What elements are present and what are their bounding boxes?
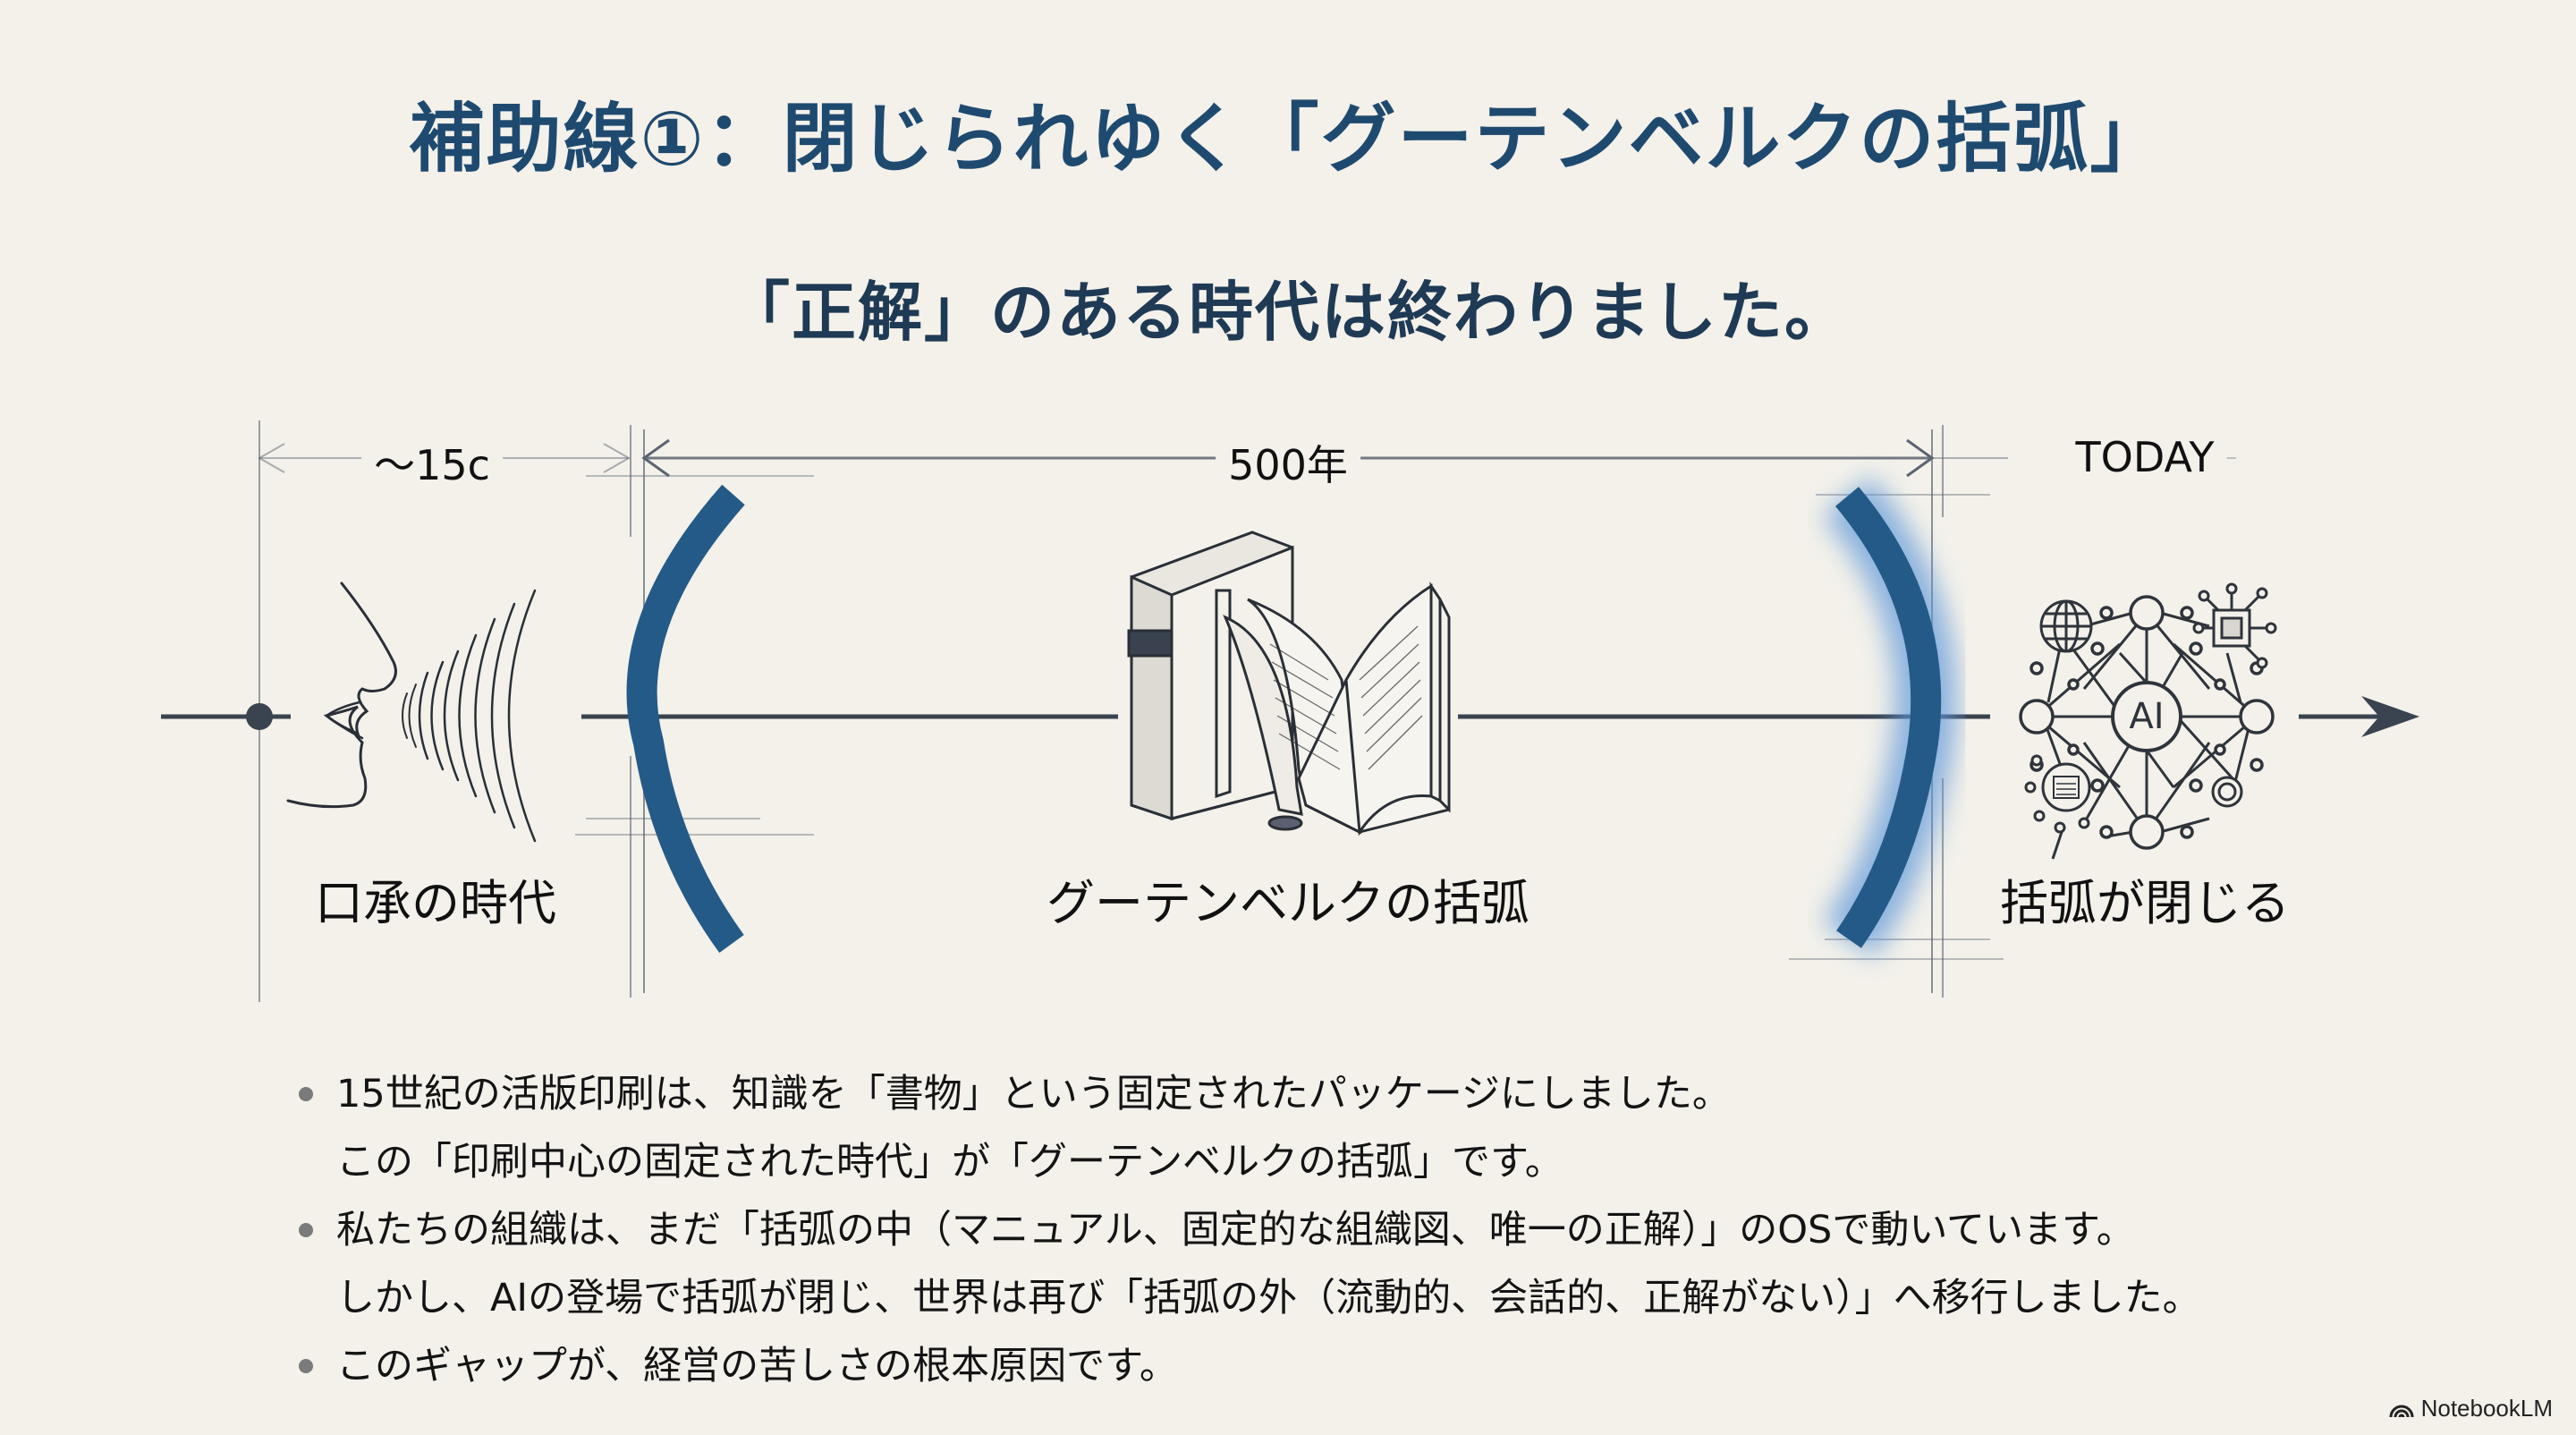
- document-node-icon: [2024, 754, 2091, 834]
- timeline-arrow-icon: [2361, 696, 2419, 737]
- bullet-item: 15世紀の活版印刷は、知識を「書物」という固定されたパッケージにしました。 この…: [295, 1060, 2352, 1196]
- open-bracket-icon: [626, 484, 745, 954]
- stage-label-parenthesis-closes: 括弧が閉じる: [2000, 875, 2290, 931]
- bullet-line: 15世紀の活版印刷は、知識を「書物」という固定されたパッケージにしました。: [336, 1072, 1731, 1117]
- dimension-label-today: TODAY: [2063, 433, 2227, 481]
- chip-icon: [2192, 582, 2277, 669]
- timeline-start-dot: [246, 703, 273, 730]
- slide-subtitle: 「正解」のある時代は終わりました。: [724, 275, 1851, 350]
- brand-label: NotebookLM: [2420, 1395, 2553, 1422]
- stage-label-gutenberg-parenthesis: グーテンベルクの括弧: [1046, 875, 1530, 931]
- books-icon: [1127, 531, 1451, 836]
- close-bracket-icon: [1835, 487, 1942, 948]
- dimension-label-500-years: 500年: [1216, 433, 1360, 492]
- bullet-line: このギャップが、経営の苦しさの根本原因です。: [336, 1344, 1178, 1388]
- bullet-list: 15世紀の活版印刷は、知識を「書物」という固定されたパッケージにしました。 この…: [295, 1060, 2352, 1400]
- bullet-line: この「印刷中心の固定された時代」が「グーテンベルクの括弧」です。: [336, 1140, 1563, 1185]
- bullet-item: このギャップが、経営の苦しさの根本原因です。: [295, 1332, 2352, 1400]
- bullet-line: 私たちの組織は、まだ「括弧の中（マニュアル、固定的な組織図、唯一の正解）」のOS…: [336, 1208, 2135, 1252]
- notebooklm-logo-icon: [2389, 1405, 2414, 1417]
- notebooklm-brand: NotebookLM: [2389, 1395, 2553, 1422]
- slide-title: 補助線①：閉じられゆく「グーテンベルクの括弧」: [409, 95, 2167, 183]
- globe-icon: [2039, 599, 2093, 653]
- stage-label-oral-era: 口承の時代: [315, 875, 556, 931]
- bullet-item: 私たちの組織は、まだ「括弧の中（マニュアル、固定的な組織図、唯一の正解）」のOS…: [295, 1196, 2352, 1332]
- bullet-line: しかし、AIの登場で括弧が閉じ、世界は再び「括弧の外（流動的、会話的、正解がない…: [336, 1276, 2201, 1320]
- ai-node-label: AI: [2129, 696, 2165, 737]
- dimension-label-15c: 〜15c: [361, 433, 503, 492]
- speaking-face-icon: [286, 582, 537, 843]
- ai-network-icon: [2019, 582, 2277, 860]
